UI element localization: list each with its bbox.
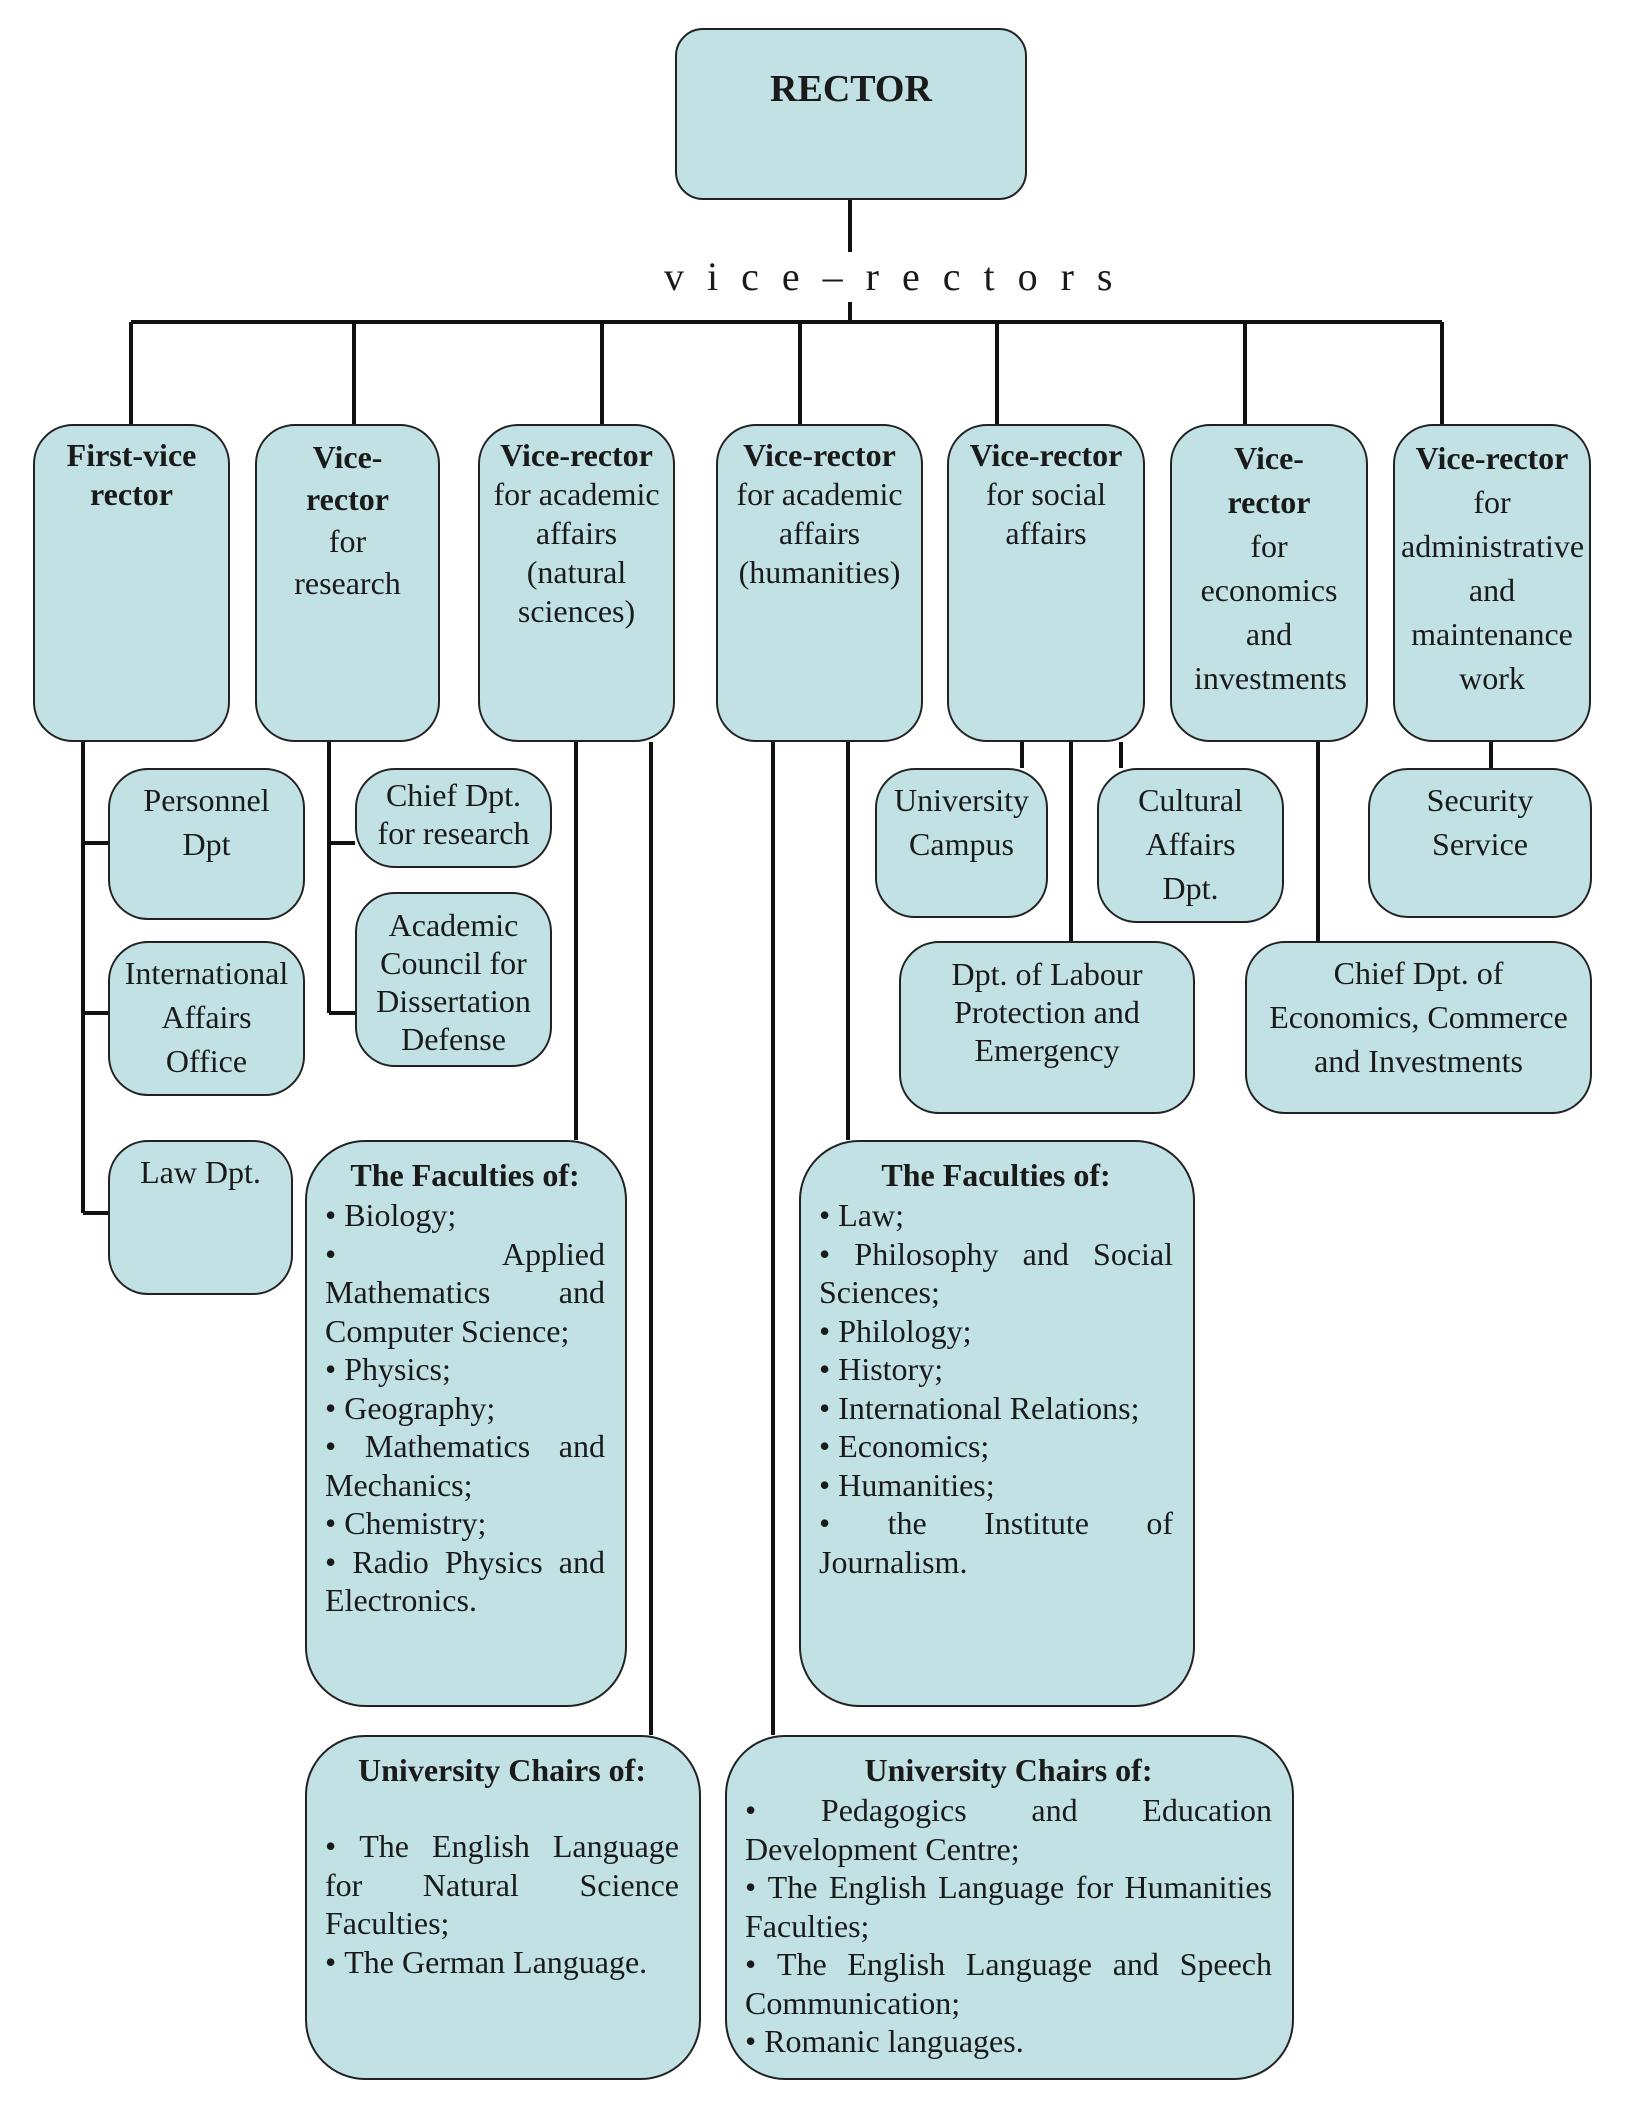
vice-rector-title: Vice-rector [1415,440,1569,476]
vice-rectors-label: vice–rectors [660,252,1140,302]
security-service-box: Security Service [1368,768,1592,918]
academic-council-box: Academic Council for Dissertation Defens… [355,892,552,1067]
department-name: Dpt. of Labour Protection and Emergency [951,956,1143,1068]
chair-item: The English Language and Speech Communic… [745,1945,1272,2022]
labour-protection-box: Dpt. of Labour Protection and Emergency [899,941,1195,1114]
chairs-list: Pedagogics and Education Development Cen… [745,1791,1272,2061]
natural-sciences-faculties-box: The Faculties of: Biology; Applied Mathe… [305,1140,627,1707]
vice-rector-title: Vice-rector [1227,440,1311,520]
vice-rector-portfolio: for academic affairs (humanities) [736,476,903,590]
department-name: International Affairs Office [124,955,289,1079]
department-name: Personnel Dpt [143,782,270,862]
personnel-dpt-box: Personnel Dpt [108,768,305,920]
international-affairs-box: International Affairs Office [108,941,305,1096]
chair-item: The English Language for Humanities Facu… [745,1868,1272,1945]
natural-sciences-chairs-box: University Chairs of: The English Langua… [305,1735,701,2080]
faculty-item: the Institute of Journalism. [819,1504,1173,1581]
vice-rector-social-affairs-box: Vice-rector for social affairs [947,424,1145,742]
faculty-item: Mathematics and Mechanics; [325,1427,605,1504]
faculties-list: Biology; Applied Mathematics and Compute… [325,1196,605,1620]
chairs-title: University Chairs of: [358,1752,646,1788]
cultural-affairs-box: Cultural Affairs Dpt. [1097,768,1284,923]
law-dpt-box: Law Dpt. [108,1140,293,1295]
vice-rector-portfolio: for academic affairs (natural sciences) [493,476,660,629]
faculty-item: Chemistry; [325,1504,605,1543]
faculty-item: History; [819,1350,1173,1389]
faculty-item: Law; [819,1196,1173,1235]
vice-rector-natural-sciences-box: Vice-rector for academic affairs (natura… [478,424,675,742]
chief-research-dpt-box: Chief Dpt. for research [355,768,552,868]
rector-box: RECTOR [675,28,1027,200]
university-campus-box: University Campus [875,768,1048,918]
vice-rector-portfolio: for social affairs [986,476,1106,551]
vice-rector-title: Vice-rector [306,439,389,517]
chair-item: Pedagogics and Education Development Cen… [745,1791,1272,1868]
faculties-title: The Faculties of: [881,1157,1111,1193]
faculty-item: Humanities; [819,1466,1173,1505]
department-name: University Campus [893,782,1030,862]
rector-title: RECTOR [770,68,932,110]
faculty-item: Philosophy and Social Sciences; [819,1235,1173,1312]
department-name: Chief Dpt. of Economics, Commerce and In… [1269,955,1568,1079]
vice-rector-research-box: Vice-rector for research [255,424,440,742]
faculties-list: Law; Philosophy and Social Sciences; Phi… [819,1196,1173,1581]
humanities-faculties-box: The Faculties of: Law; Philosophy and So… [799,1140,1195,1707]
faculty-item: Radio Physics and Electronics. [325,1543,605,1620]
vice-rector-title: First-vice rector [66,437,197,512]
faculty-item: Economics; [819,1427,1173,1466]
chair-item: The German Language. [325,1943,679,1982]
vice-rector-title: Vice-rector [500,437,653,473]
department-name: Law Dpt. [140,1154,261,1190]
chair-item: Romanic languages. [745,2022,1272,2061]
humanities-chairs-box: University Chairs of: Pedagogics and Edu… [725,1735,1294,2080]
chairs-list: The English Language for Natural Science… [325,1827,679,1981]
chief-economics-dpt-box: Chief Dpt. of Economics, Commerce and In… [1245,941,1592,1114]
vice-rector-humanities-box: Vice-rector for academic affairs (humani… [716,424,923,742]
vice-rector-economics-box: Vice-rector for economics and investment… [1170,424,1368,742]
faculty-item: Applied Mathematics and Computer Science… [325,1235,605,1351]
faculty-item: Physics; [325,1350,605,1389]
faculty-item: Philology; [819,1312,1173,1351]
department-name: Cultural Affairs Dpt. [1138,782,1243,906]
department-name: Chief Dpt. for research [377,777,530,851]
vice-rector-title: Vice-rector [743,437,896,473]
department-name: Security Service [1426,782,1534,862]
vice-rector-title: Vice-rector [969,437,1123,473]
vice-rector-portfolio: for administrative and maintenance work [1401,484,1585,696]
department-name: Academic Council for Dissertation Defens… [376,907,531,1057]
faculty-item: Geography; [325,1389,605,1428]
chair-item: The English Language for Natural Science… [325,1827,679,1943]
faculty-item: Biology; [325,1196,605,1235]
vice-rector-portfolio: for economics and investments [1194,528,1347,696]
first-vice-rector-box: First-vice rector [33,424,230,742]
faculty-item: International Relations; [819,1389,1173,1428]
faculties-title: The Faculties of: [350,1157,580,1193]
chairs-title: University Chairs of: [864,1752,1153,1788]
vice-rector-portfolio: for research [294,523,401,601]
vice-rector-administrative-box: Vice-rector for administrative and maint… [1393,424,1591,742]
